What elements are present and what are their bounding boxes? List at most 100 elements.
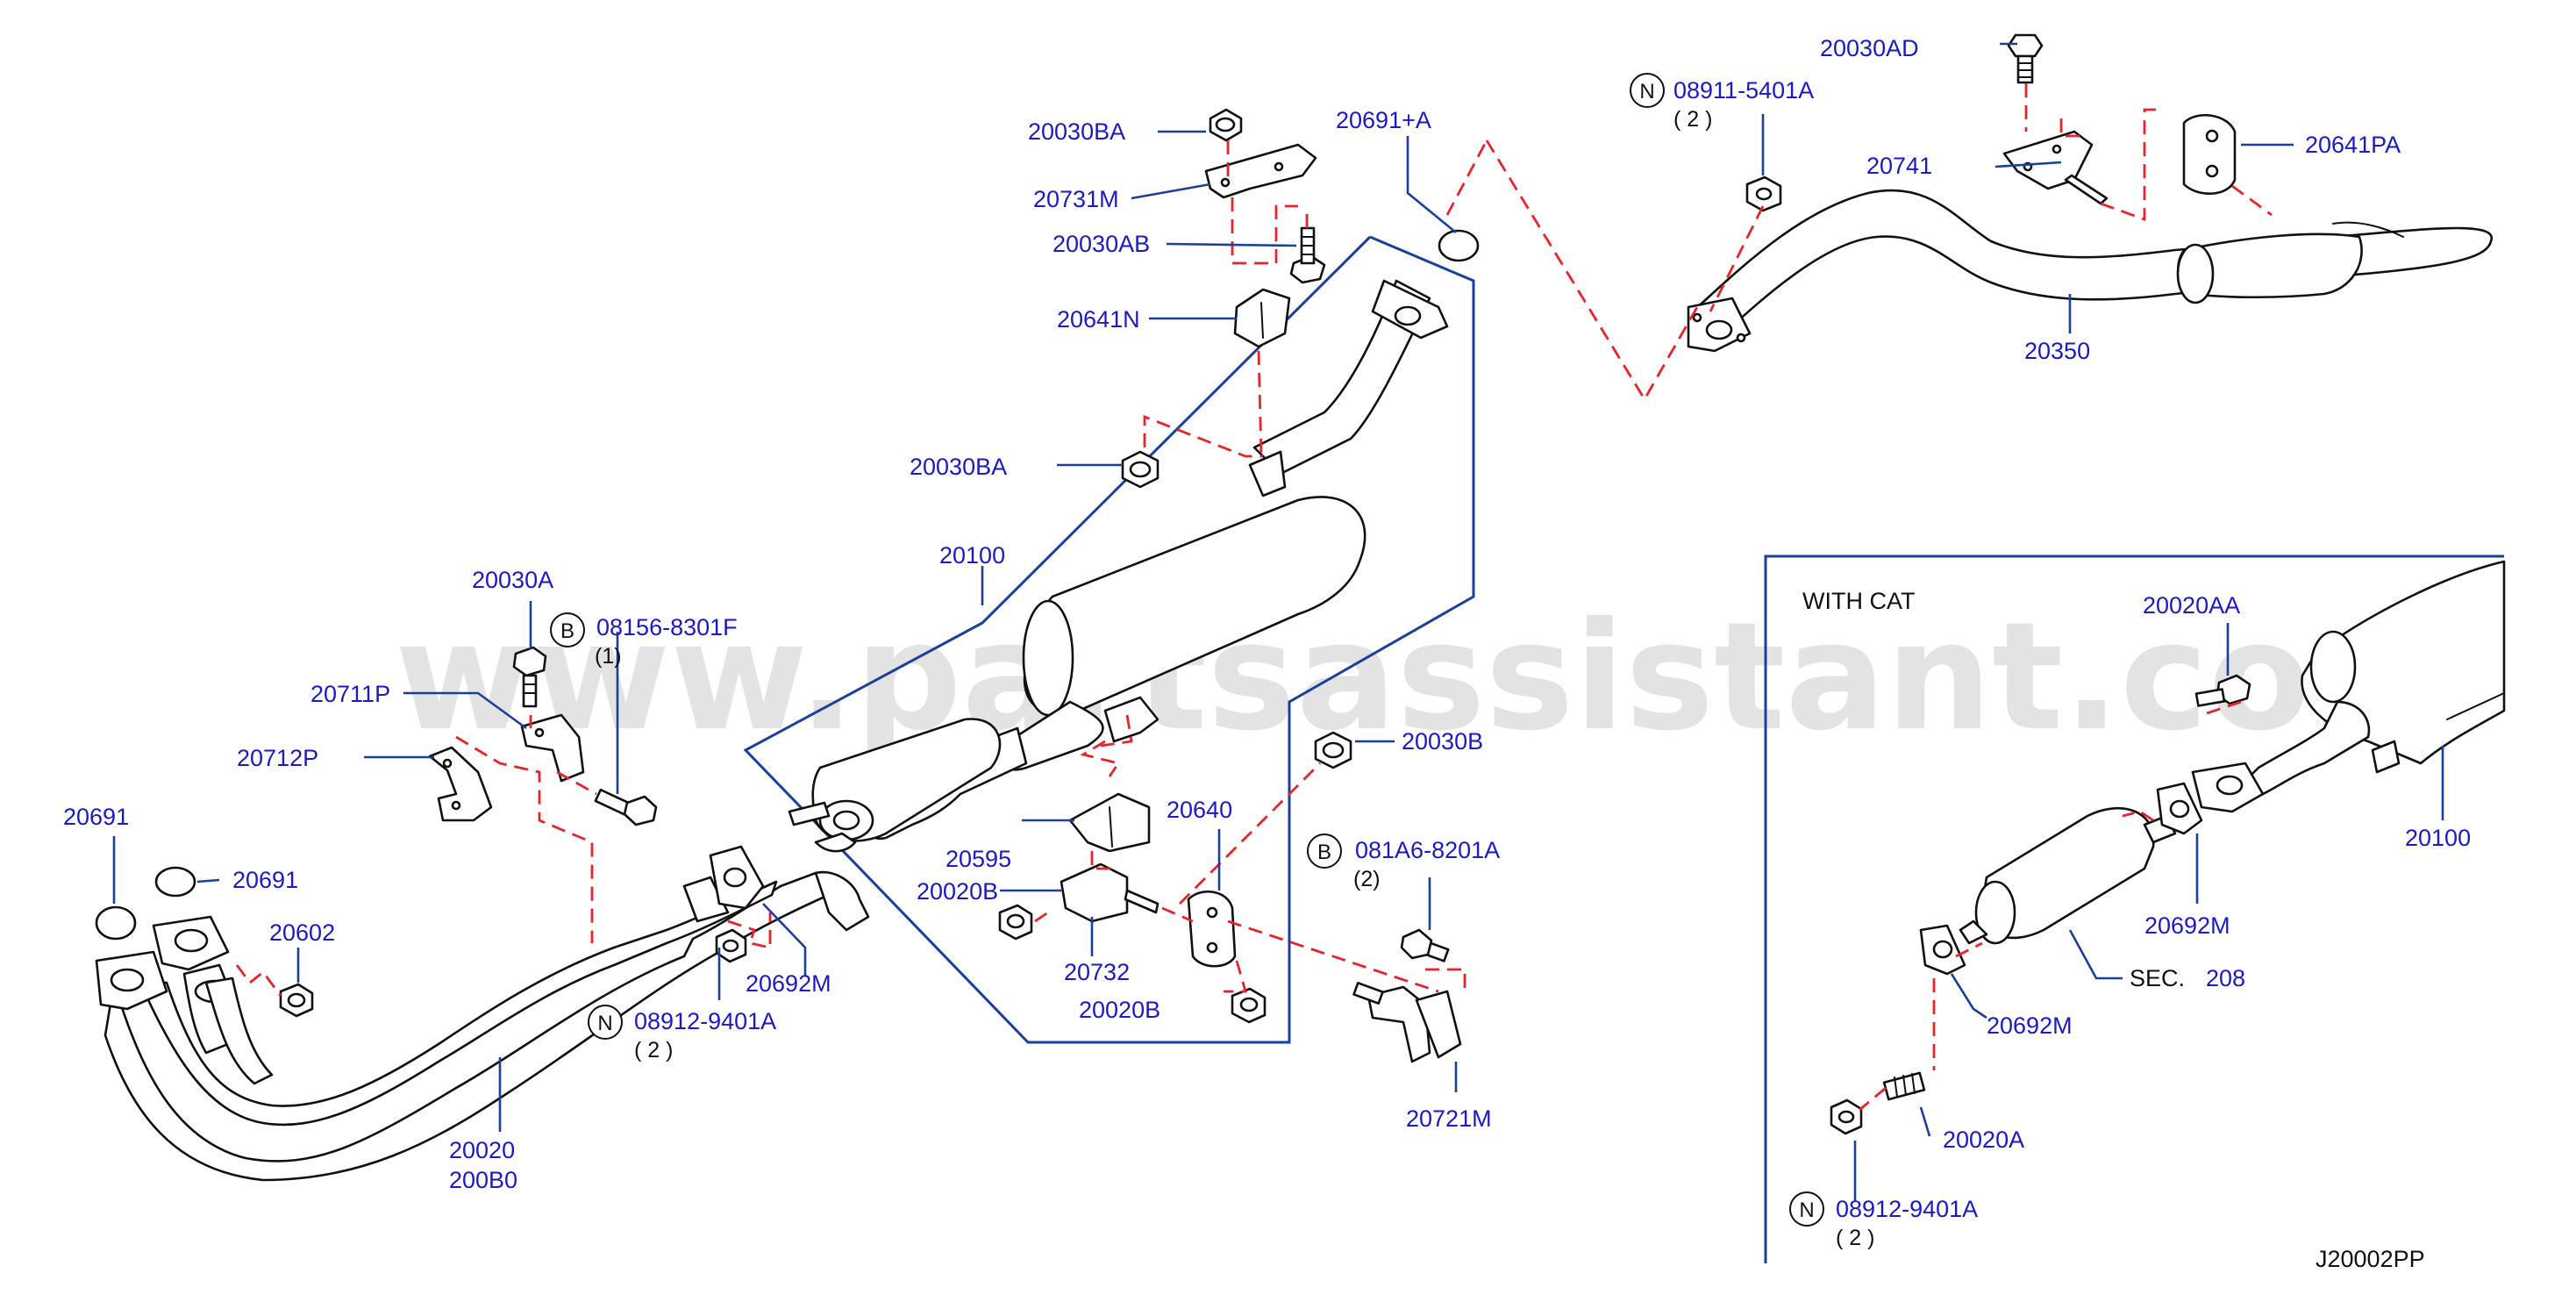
label-20711P: 20711P xyxy=(310,681,390,707)
bolt-20030AB xyxy=(1289,226,1326,284)
gasket-20691A xyxy=(1438,229,1480,262)
inset-sec-ref: 208 xyxy=(2206,965,2245,991)
label-20020B-b: 20020B xyxy=(1079,997,1160,1023)
label-20030BA-top: 20030BA xyxy=(1028,118,1125,145)
label-20691-mid: 20691 xyxy=(232,867,298,893)
inset-label-20692M-b: 20692M xyxy=(1987,1012,2073,1039)
circle-N-08911: N xyxy=(1630,73,1665,108)
inset-gasket-20692M-b xyxy=(1919,924,1966,976)
svg-text:N: N xyxy=(1799,1198,1814,1222)
bracket-20711P xyxy=(520,713,585,783)
part-labels: 20030BA 20731M 20030AB 20641N 20030BA 20… xyxy=(63,35,2471,1272)
label-08156-8301F: 08156-8301F xyxy=(596,614,738,640)
label-20020: 20020 xyxy=(449,1137,515,1163)
label-20732: 20732 xyxy=(1064,959,1130,985)
inset-label-20020AA: 20020AA xyxy=(2143,592,2240,619)
bracket-20712P xyxy=(428,746,493,822)
label-20640: 20640 xyxy=(1167,797,1232,823)
inset-label-20100: 20100 xyxy=(2405,825,2471,851)
label-20641N: 20641N xyxy=(1057,306,1140,333)
circle-B-08156: B xyxy=(550,612,585,647)
qty-08156-8301F: (1) xyxy=(595,644,622,669)
bracket-20741 xyxy=(2002,130,2109,205)
gasket-20692M-main xyxy=(709,845,765,910)
label-20030AD: 20030AD xyxy=(1820,35,1919,61)
nut-20030BA-top xyxy=(1209,108,1243,142)
svg-text:B: B xyxy=(1317,841,1331,864)
center-muffler-20100 xyxy=(788,279,1449,853)
hanger-20641N xyxy=(1233,288,1291,348)
bolt-08156-8301F xyxy=(594,788,658,826)
hanger-20641PA xyxy=(2182,114,2237,195)
with-cat-inset-frame xyxy=(1764,554,2504,1263)
inset-label-08912-9401A: 08912-9401A xyxy=(1836,1196,1978,1222)
figure-code: J20002PP xyxy=(2316,1246,2425,1272)
nut-20020B-a xyxy=(998,904,1033,941)
label-20030AB: 20030AB xyxy=(1053,231,1150,257)
nut-08912-9401A-main xyxy=(715,928,747,963)
inset-gasket-20692M-a xyxy=(2156,782,2203,835)
assembly-lines xyxy=(235,83,2273,1112)
front-exhaust-pipe-20020 xyxy=(95,870,870,1182)
hanger-20640 xyxy=(1187,891,1237,968)
inset-label-20692M-a: 20692M xyxy=(2144,912,2230,939)
label-20100: 20100 xyxy=(939,542,1005,569)
bracket-20732 xyxy=(1060,862,1160,923)
inset-sec-label: SEC. xyxy=(2130,965,2185,991)
tail-pipe-20350 xyxy=(1687,189,2493,353)
label-08911-5401A: 08911-5401A xyxy=(1673,77,1814,104)
label-20350: 20350 xyxy=(2024,338,2090,364)
bolt-20030A xyxy=(512,646,547,708)
nut-08911-5401A xyxy=(1745,175,1782,212)
label-20030B: 20030B xyxy=(1402,728,1483,755)
bracket-20721M xyxy=(1352,981,1462,1063)
gasket-20691-left xyxy=(95,905,137,941)
label-20731M: 20731M xyxy=(1033,186,1119,212)
nut-20030B xyxy=(1314,731,1352,769)
label-20692M-main: 20692M xyxy=(746,970,831,997)
svg-text:B: B xyxy=(560,619,574,643)
bolt-081A6-8201A xyxy=(1400,928,1450,962)
center-muffler-group-frame xyxy=(743,235,1475,1044)
inset-muffler-20100 xyxy=(2191,560,2506,813)
inset-label-20020A: 20020A xyxy=(1943,1127,2024,1153)
circle-B-081A6: B xyxy=(1307,833,1342,869)
label-20020B-a: 20020B xyxy=(917,878,998,905)
inset-bolt-20020AA xyxy=(2194,674,2251,707)
label-08912-9401A-main: 08912-9401A xyxy=(634,1008,776,1034)
label-20691A: 20691+A xyxy=(1336,107,1431,133)
inset-qty-08912-9401A: ( 2 ) xyxy=(1836,1226,1874,1250)
label-20641PA: 20641PA xyxy=(2305,132,2401,158)
watermark: www.partsassistant.com xyxy=(395,590,2466,764)
circle-N-08912-main: N xyxy=(588,1005,623,1040)
label-20712P: 20712P xyxy=(237,745,318,771)
bracket-20595 xyxy=(1068,792,1151,853)
label-20595: 20595 xyxy=(945,846,1011,872)
label-20030BA-mid: 20030BA xyxy=(910,454,1007,480)
gasket-20691-mid xyxy=(154,866,196,898)
qty-081A6-8201A: (2) xyxy=(1353,867,1381,891)
label-081A6-8201A: 081A6-8201A xyxy=(1355,837,1500,863)
svg-text:N: N xyxy=(597,1012,612,1035)
qty-08911-5401A: ( 2 ) xyxy=(1673,107,1712,132)
bracket-20731M xyxy=(1204,143,1317,199)
label-20030A: 20030A xyxy=(472,567,553,593)
inset-title: WITH CAT xyxy=(1802,588,1915,614)
inset-catalytic-converter xyxy=(1959,806,2177,945)
leader-lines xyxy=(112,42,2444,1202)
label-200B0: 200B0 xyxy=(449,1167,517,1193)
label-20741: 20741 xyxy=(1866,153,1932,179)
label-20602: 20602 xyxy=(269,919,335,946)
label-20721M: 20721M xyxy=(1406,1105,1492,1132)
circle-N-08912-inset: N xyxy=(1789,1191,1824,1227)
label-20691-left: 20691 xyxy=(63,804,129,830)
inset-nut-08912-9401A xyxy=(1830,1098,1863,1135)
qty-08912-9401A-main: ( 2 ) xyxy=(634,1038,673,1062)
nut-20602 xyxy=(279,983,314,1018)
svg-text:N: N xyxy=(1639,80,1654,104)
nut-20020B-b xyxy=(1231,987,1267,1024)
nut-20030BA-mid xyxy=(1121,450,1160,489)
inset-stud-20020A xyxy=(1882,1071,1926,1101)
bolt-20030AD xyxy=(2007,33,2044,84)
